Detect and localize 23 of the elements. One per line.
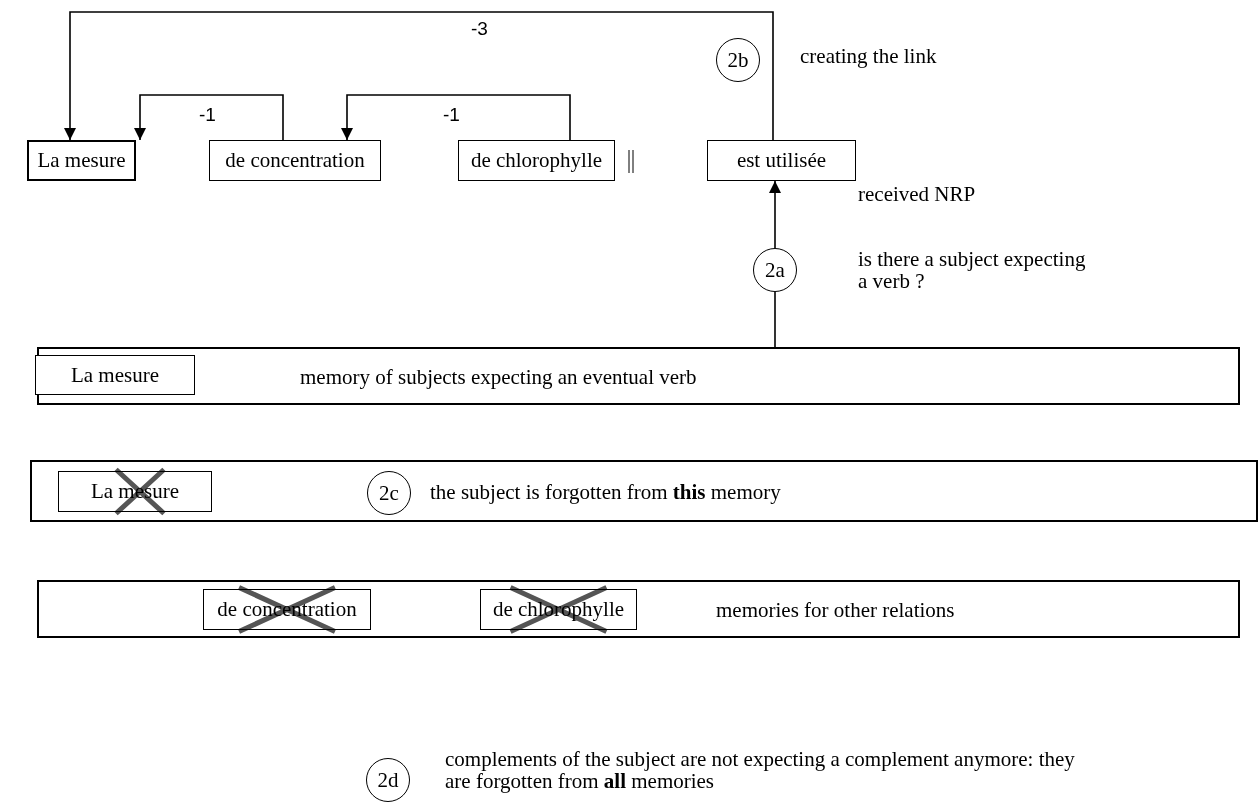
note-text: received NRP xyxy=(858,182,976,207)
arrow xyxy=(64,11,774,141)
arrow xyxy=(134,94,284,141)
step-note: complements of the subject are not expecting a complement anymore: they are forgotten from all memories xyxy=(445,748,1076,793)
arrow xyxy=(769,180,781,249)
step-circle: 2d xyxy=(366,758,410,802)
step-circle: 2b xyxy=(716,38,760,82)
step-circle: 2c xyxy=(367,471,411,515)
panel-text: the subject is forgotten from this memory xyxy=(430,480,781,505)
memory-panel xyxy=(37,347,1240,405)
word-box: de chlorophylle xyxy=(458,140,615,181)
word-box: La mesure xyxy=(27,140,136,181)
panel-text: memories for other relations xyxy=(716,598,955,623)
memory-panel xyxy=(37,580,1240,638)
step-circle: 2a xyxy=(753,248,797,292)
word-box: est utilisée xyxy=(707,140,856,181)
panel-text: memory of subjects expecting an eventual verb xyxy=(300,365,697,390)
memory-panel xyxy=(30,460,1258,522)
word-box: La mesure xyxy=(35,355,195,395)
step-note: creating the link xyxy=(800,45,937,68)
arrow xyxy=(341,94,571,141)
word-box: de concentration xyxy=(209,140,381,181)
step-note: is there a subject expecting a verb ? xyxy=(858,248,1087,293)
